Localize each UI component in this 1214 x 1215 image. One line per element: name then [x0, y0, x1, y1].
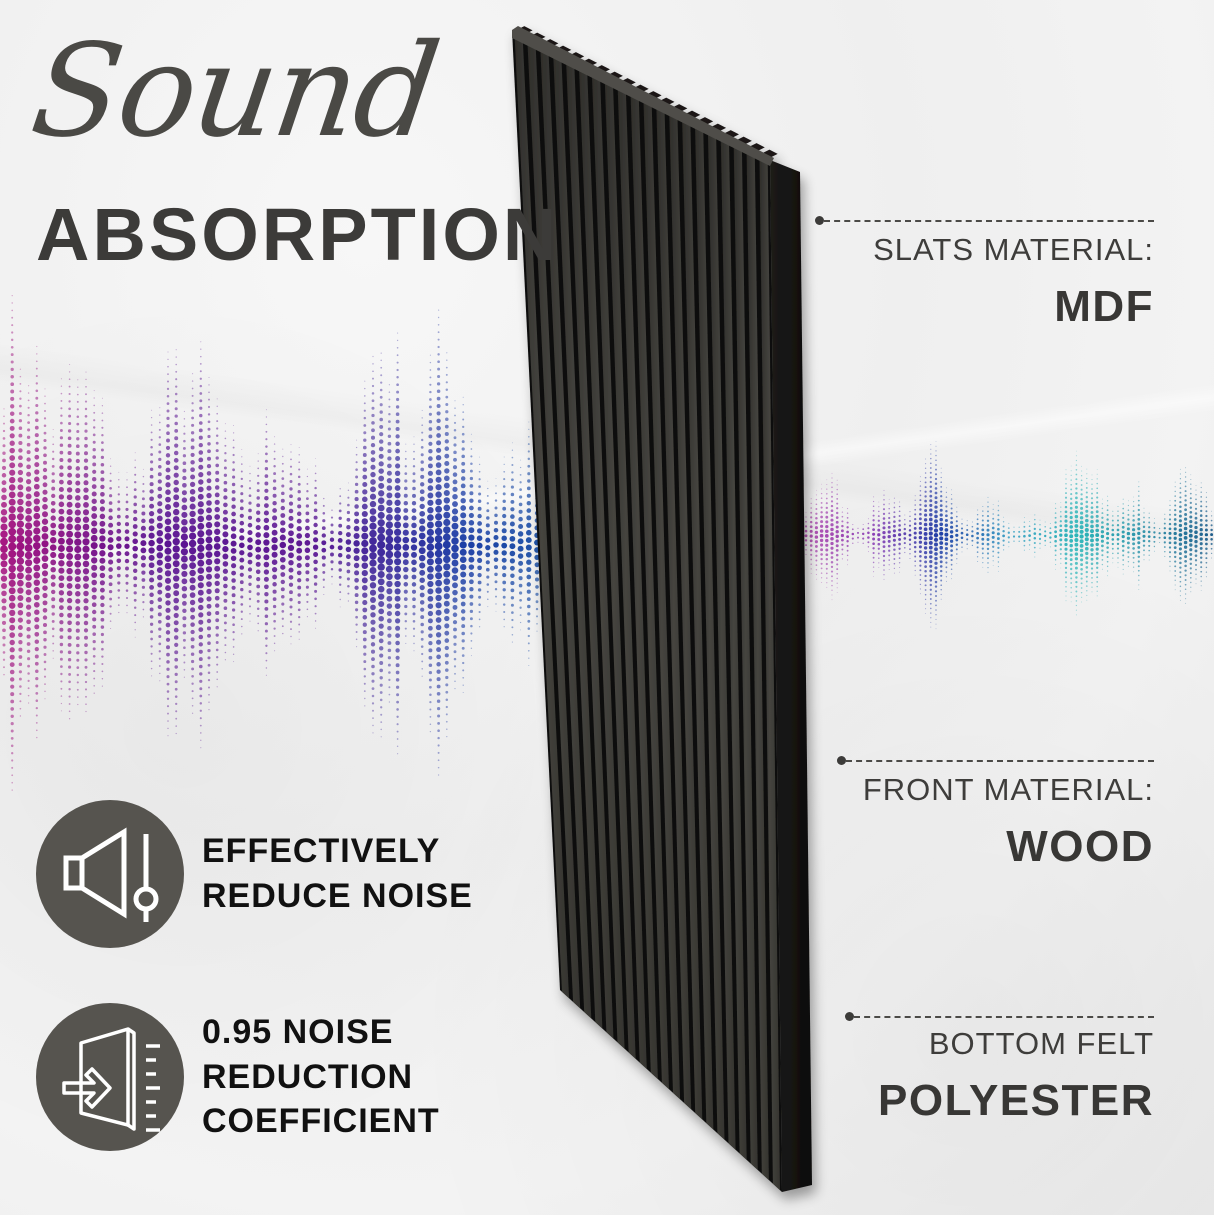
leader-dot: [845, 1012, 854, 1021]
leader-dot: [815, 216, 824, 225]
feature-text: EFFECTIVELY REDUCE NOISE: [202, 829, 473, 919]
spec-value: MDF: [1054, 282, 1154, 331]
spec-slats-material: SLATS MATERIAL: MDF: [815, 216, 1154, 331]
spec-bottom-felt: BOTTOM FELT POLYESTER: [845, 1012, 1154, 1125]
feature-line: REDUCTION: [202, 1057, 414, 1096]
dashed-leader-line: [846, 760, 1154, 762]
feature-reduce-noise: EFFECTIVELY REDUCE NOISE: [36, 800, 473, 948]
feature-noise-reduction-coefficient: 0.95 NOISE REDUCTION COEFFICIENT: [36, 1003, 440, 1151]
panel-absorb-arrow-icon: [62, 1027, 160, 1132]
feature-badge: [36, 800, 184, 948]
spec-value: WOOD: [1006, 822, 1154, 871]
spec-front-material: FRONT MATERIAL: WOOD: [837, 756, 1154, 871]
speaker-volume-slider-icon: [63, 827, 159, 922]
feature-line: EFFECTIVELY: [202, 832, 441, 871]
leader-dot: [837, 756, 846, 765]
title-script-sound: Sound: [23, 17, 447, 166]
dashed-leader-line: [854, 1016, 1154, 1018]
title-absorption: ABSORPTION: [36, 193, 560, 276]
feature-text: 0.95 NOISE REDUCTION COEFFICIENT: [202, 1010, 440, 1145]
spec-label: FRONT MATERIAL:: [862, 772, 1154, 807]
feature-line: 0.95 NOISE: [202, 1012, 394, 1051]
spec-label: BOTTOM FELT: [928, 1026, 1154, 1061]
dashed-leader-line: [824, 220, 1154, 222]
spec-value: POLYESTER: [878, 1076, 1154, 1125]
feature-badge: [36, 1003, 184, 1151]
feature-line: COEFFICIENT: [202, 1102, 440, 1141]
spec-label: SLATS MATERIAL:: [873, 232, 1154, 267]
feature-line: REDUCE NOISE: [202, 877, 473, 915]
